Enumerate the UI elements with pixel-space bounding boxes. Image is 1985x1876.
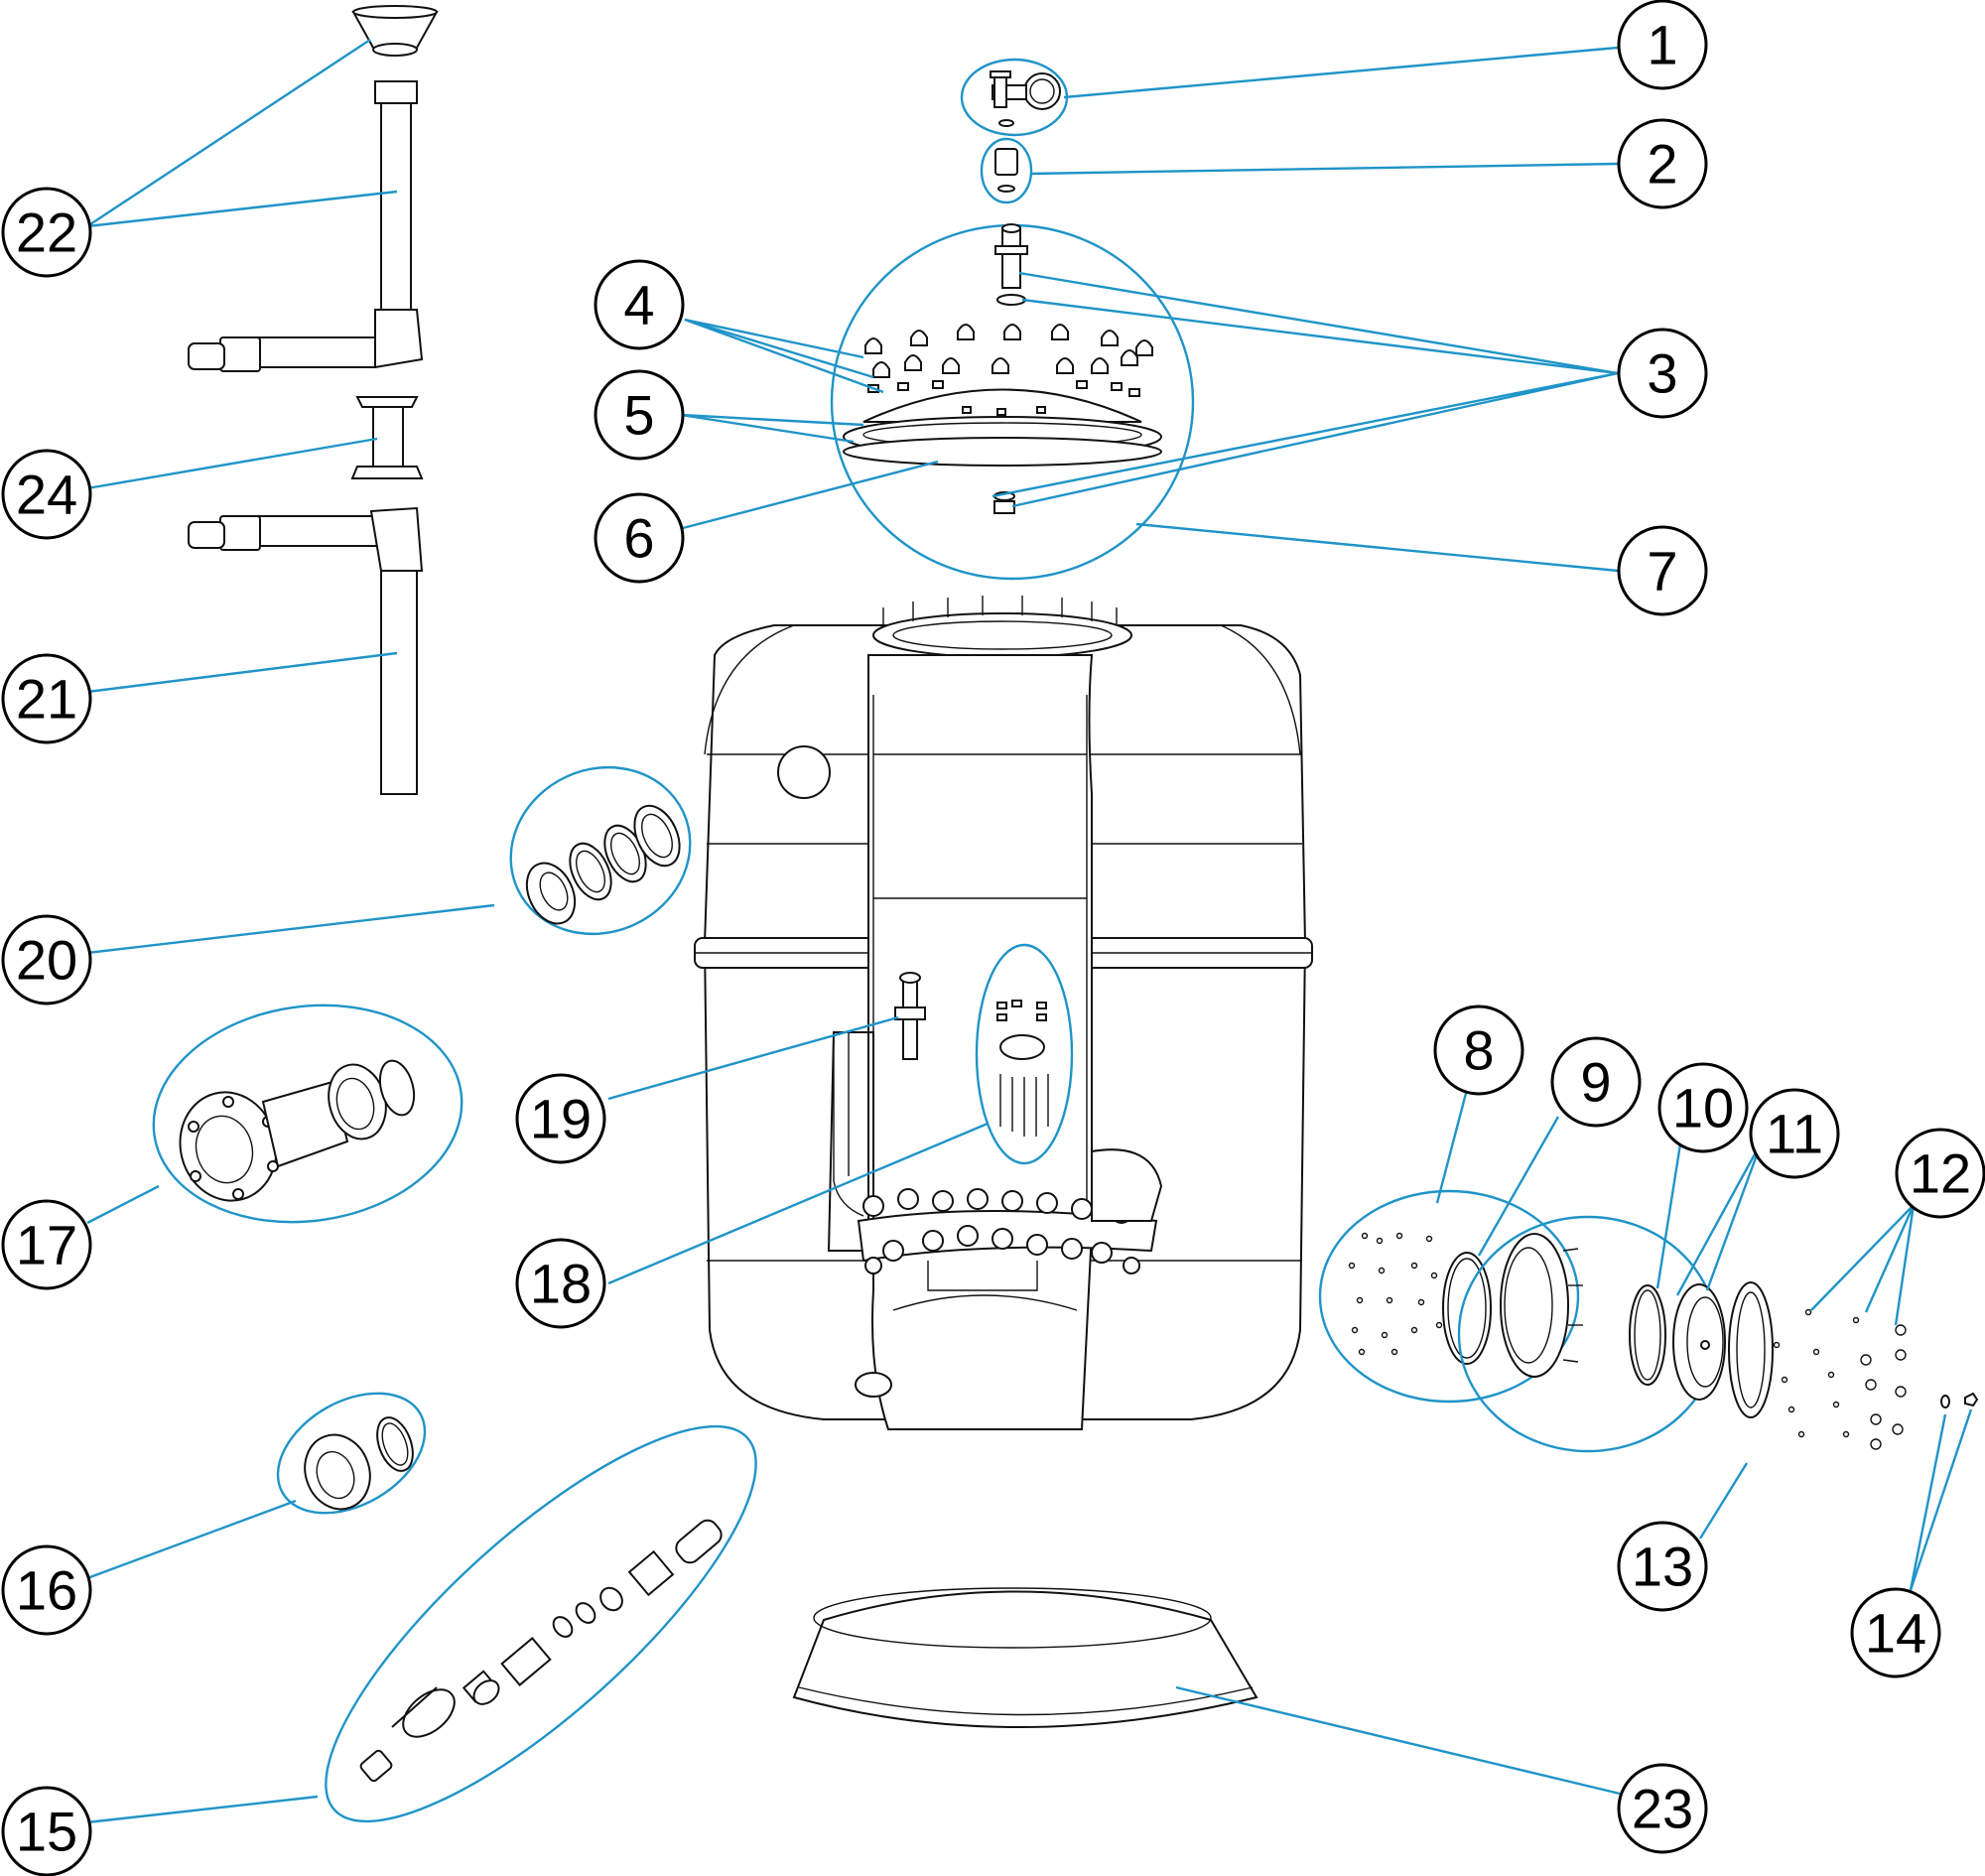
internal-air-bleed — [894, 972, 926, 1060]
callout-18: 18 — [515, 1238, 606, 1329]
callout-12-label: 12 — [1910, 1142, 1971, 1205]
callout-24-label: 24 — [16, 464, 77, 526]
callout-20-label: 20 — [16, 929, 77, 992]
callout-14-label: 14 — [1865, 1602, 1926, 1665]
callout-24: 24 — [1, 449, 92, 540]
leader-lines — [86, 38, 1973, 1824]
callout-2-label: 2 — [1647, 133, 1677, 196]
callout-14: 14 — [1850, 1587, 1941, 1678]
callout-7-label: 7 — [1647, 540, 1677, 603]
callout-8-label: 8 — [1463, 1019, 1494, 1082]
callout-4-label: 4 — [623, 274, 654, 336]
callout-9: 9 — [1550, 1036, 1642, 1128]
callout-16: 16 — [1, 1544, 92, 1636]
callout-20: 20 — [1, 914, 92, 1005]
callout-8: 8 — [1433, 1005, 1524, 1096]
callout-19-label: 19 — [530, 1088, 592, 1150]
callout-1: 1 — [1617, 0, 1708, 90]
gauge-adapter-group — [980, 137, 1033, 204]
callout-15-label: 15 — [16, 1801, 77, 1863]
callout-5: 5 — [594, 369, 685, 461]
callout-19: 19 — [515, 1073, 606, 1164]
union-fitting-group — [276, 1392, 427, 1515]
callout-3: 3 — [1617, 328, 1708, 419]
callout-21: 21 — [1, 653, 92, 744]
callout-7: 7 — [1617, 525, 1708, 616]
collector-hardware-group — [975, 943, 1074, 1165]
flanged-connection-group — [152, 1004, 463, 1224]
callout-11-label: 11 — [1766, 1103, 1823, 1165]
callout-18-label: 18 — [530, 1253, 592, 1315]
callout-4: 4 — [594, 259, 685, 350]
sight-glass-screws — [1773, 1308, 1907, 1450]
manhole-group — [1318, 1189, 1583, 1404]
bulkhead-fitting-group — [509, 765, 692, 936]
callout-10: 10 — [1657, 1062, 1749, 1153]
callout-15: 15 — [1, 1786, 92, 1876]
callout-21-label: 21 — [16, 668, 77, 731]
callout-13-label: 13 — [1632, 1536, 1693, 1598]
drain-valve-kit-group — [325, 1424, 757, 1823]
pressure-gauge-group — [960, 58, 1069, 137]
callout-22: 22 — [1, 187, 92, 278]
callout-6-label: 6 — [623, 507, 654, 570]
sight-glass-group — [1457, 1215, 1907, 1453]
callout-1-label: 1 — [1647, 14, 1677, 76]
callout-5-label: 5 — [623, 384, 654, 447]
tank-base — [792, 1587, 1258, 1728]
callout-10-label: 10 — [1672, 1077, 1734, 1139]
callout-2: 2 — [1617, 118, 1708, 209]
upper-pipe-assembly — [188, 5, 439, 372]
drain-plug-parts — [1940, 1392, 1979, 1408]
manhole-screws — [1348, 1232, 1443, 1356]
callout-22-label: 22 — [16, 201, 77, 264]
callout-23: 23 — [1617, 1763, 1708, 1854]
callout-3-label: 3 — [1647, 342, 1677, 405]
callout-12: 12 — [1895, 1128, 1985, 1219]
lower-pipe-assembly — [188, 506, 424, 795]
callout-11: 11 — [1749, 1088, 1840, 1179]
callout-17: 17 — [1, 1199, 92, 1290]
callout-13: 13 — [1617, 1521, 1708, 1612]
callout-16-label: 16 — [16, 1559, 77, 1622]
callout-17-label: 17 — [16, 1214, 77, 1276]
lid-assembly-group — [830, 223, 1195, 581]
callout-6: 6 — [594, 492, 685, 584]
callout-9-label: 9 — [1580, 1051, 1611, 1114]
filter-tank — [694, 596, 1313, 1430]
callout-23-label: 23 — [1632, 1778, 1693, 1840]
pipe-support-bracket — [350, 396, 424, 479]
